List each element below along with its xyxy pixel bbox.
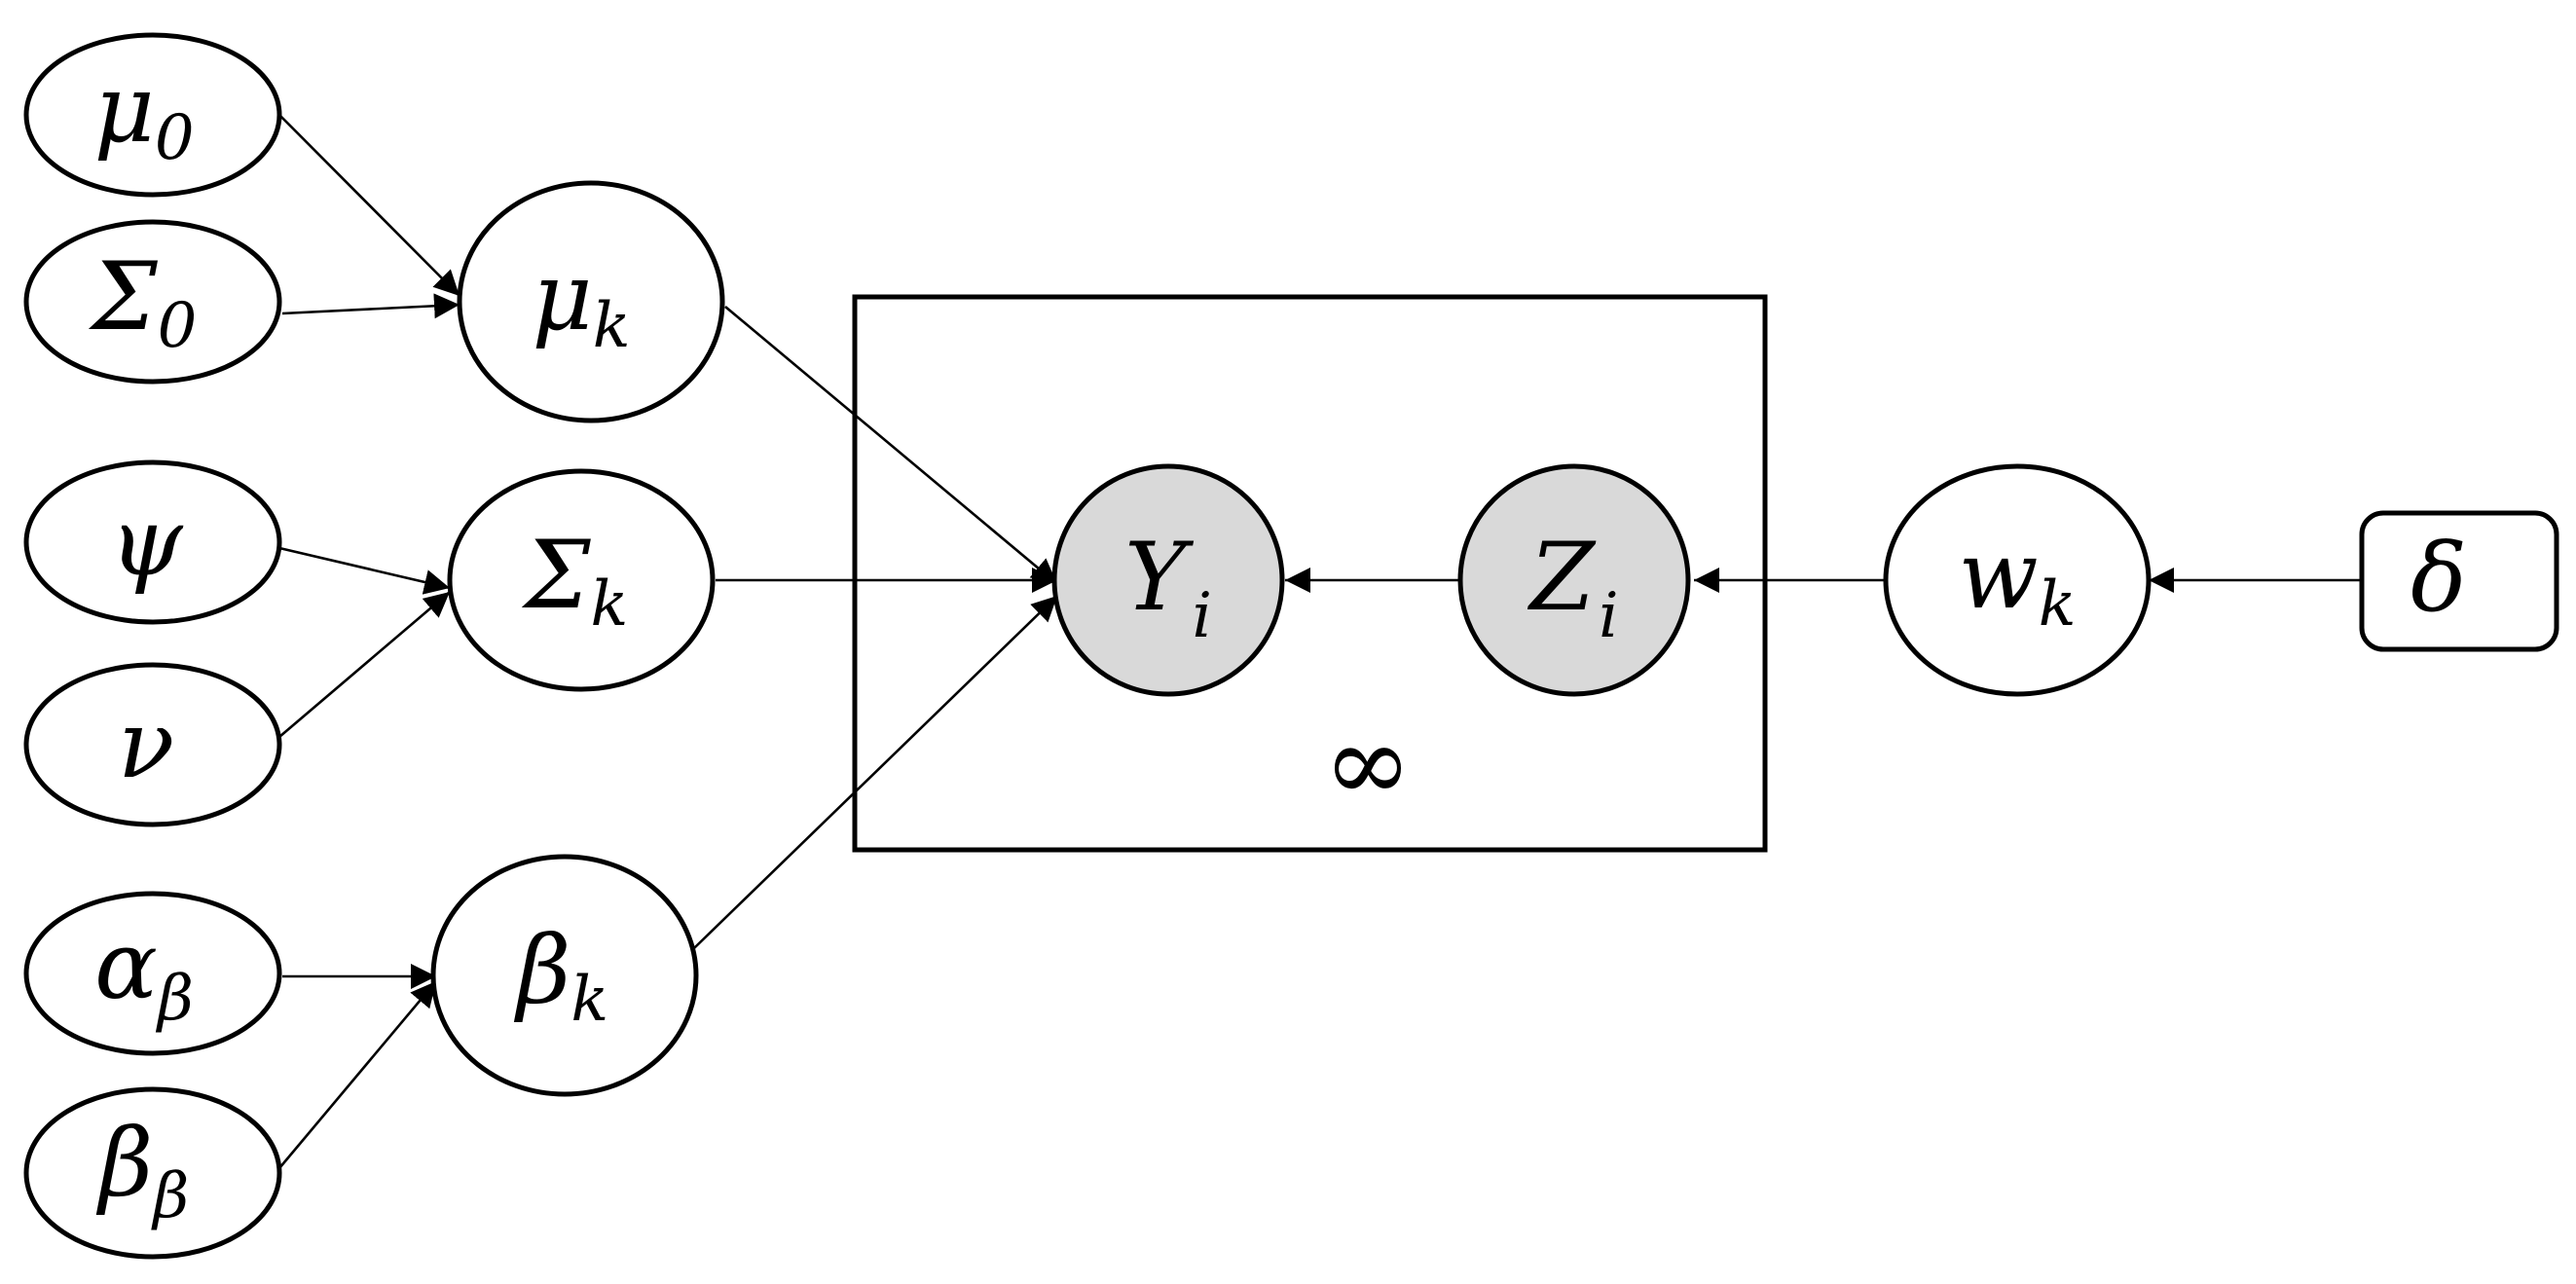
node-psi: ψ: [23, 459, 282, 625]
plate-label: ∞: [1323, 701, 1413, 825]
edge-mu-k-to-y-i: [724, 306, 1058, 585]
node-alpha-beta-label: αβ: [94, 911, 194, 1035]
node-sigma0-ellipse: [23, 219, 282, 385]
plate: ∞: [852, 294, 1768, 853]
node-y-i-ellipse: [1051, 463, 1285, 697]
node-nu: ν: [23, 662, 282, 827]
edge-sigma0-to-mu-k: [281, 293, 460, 319]
node-mu-k-label: μk: [532, 242, 630, 362]
node-beta-k: βk: [430, 854, 699, 1097]
node-beta-beta-ellipse: [23, 1086, 282, 1260]
node-w-k: wk: [1883, 463, 2152, 697]
node-psi-ellipse: [23, 459, 282, 625]
edge-psi-to-sigma-k: [278, 546, 451, 595]
node-alpha-beta-ellipse: [23, 891, 282, 1056]
node-nu-ellipse: [23, 662, 282, 827]
node-mu0-label: μ0: [93, 55, 194, 174]
node-sigma-k-label: Σk: [522, 521, 629, 641]
node-mu-k-ellipse: [457, 180, 725, 423]
node-y-i-label: Yi: [1124, 523, 1212, 652]
node-sigma-k: Σk: [447, 468, 716, 692]
node-sigma0: Σ0: [23, 219, 282, 385]
node-sigma0-label: Σ0: [89, 242, 198, 362]
node-w-k-label: wk: [1959, 521, 2077, 641]
node-delta: δ: [2359, 510, 2559, 652]
node-sigma-k-ellipse: [447, 468, 716, 692]
node-z-i-ellipse: [1457, 463, 1691, 697]
node-mu0-ellipse: [23, 32, 282, 198]
edge-nu-to-sigma-k: [278, 591, 451, 738]
node-alpha-beta: αβ: [23, 891, 282, 1056]
node-psi-label: ψ: [109, 488, 184, 597]
edge-mu0-to-mu-k: [278, 114, 460, 297]
node-z-i-label: Zi: [1527, 523, 1618, 652]
edges: [278, 114, 2362, 1169]
node-nu-label: ν: [118, 690, 174, 799]
node-mu-k: μk: [457, 180, 725, 423]
node-w-k-ellipse: [1883, 463, 2152, 697]
node-z-i: Zi: [1457, 463, 1691, 697]
node-beta-beta-label: ββ: [96, 1109, 190, 1232]
node-beta-beta: ββ: [23, 1086, 282, 1260]
node-mu0: μ0: [23, 32, 282, 198]
node-beta-k-label: βk: [514, 916, 608, 1036]
plate-rectangle: [852, 294, 1768, 853]
node-beta-k-ellipse: [430, 854, 699, 1097]
node-delta-label: δ: [2410, 524, 2467, 633]
edge-beta-k-to-y-i: [693, 595, 1058, 949]
edge-beta-beta-to-beta-k: [278, 980, 437, 1169]
node-y-i: Yi: [1051, 463, 1285, 697]
node-delta-rectangle: [2359, 510, 2559, 652]
